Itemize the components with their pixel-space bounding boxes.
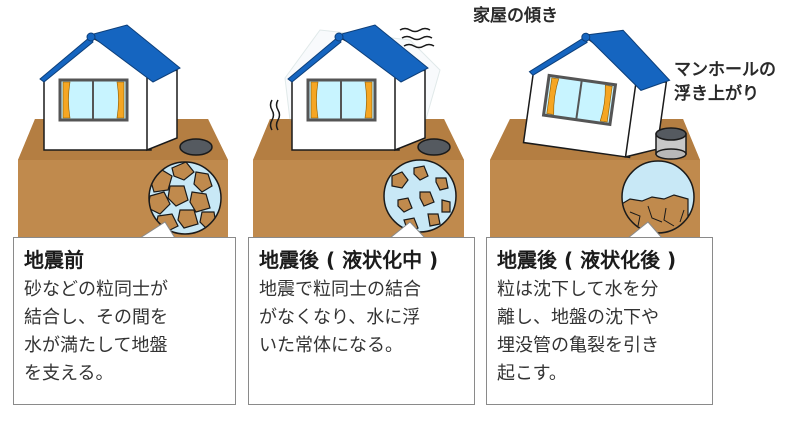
house <box>39 24 181 152</box>
caption-line: 水が満たして地盤 <box>24 335 168 356</box>
panel-after-illustration <box>490 29 700 239</box>
caption-line: 地震で粒同士の結合 <box>259 279 421 300</box>
manhole-float-label-line1: マンホールの <box>674 60 776 80</box>
caption-before: 地震前 砂などの粒同士が 結合し、その間を 水が満たして地盤 を支える。 <box>13 237 236 405</box>
caption-after: 地震後 ( 液状化後 ) 粒は沈下して水を分 離し、地盤の沈下や 埋没管の亀裂を… <box>486 237 713 405</box>
tilted-house <box>522 29 671 159</box>
caption-body: 地震で粒同士の結合 がなくなり、水に浮 いた常体になる。 <box>259 276 464 360</box>
caption-title: 地震前 <box>24 248 84 272</box>
panel-during-illustration <box>253 24 464 239</box>
soil-magnifier <box>149 162 221 234</box>
manhole <box>179 138 213 156</box>
caption-line: 離し、地盤の沈下や <box>497 307 659 328</box>
house-tilt-label: 家屋の傾き <box>473 6 558 26</box>
house <box>287 24 429 152</box>
roof <box>584 29 671 91</box>
caption-title: 地震後 ( 液状化中 ) <box>259 248 439 272</box>
manhole-float-label-line2: 浮き上がり <box>674 84 759 104</box>
raised-manhole <box>655 127 687 160</box>
caption-line: を支える。 <box>24 363 114 384</box>
soil-magnifier <box>384 160 456 232</box>
caption-title: 地震後 ( 液状化後 ) <box>497 248 677 272</box>
caption-line: がなくなり、水に浮 <box>259 307 421 328</box>
caption-line: 砂などの粒同士が <box>24 279 168 300</box>
caption-during: 地震後 ( 液状化中 ) 地震で粒同士の結合 がなくなり、水に浮 いた常体になる… <box>248 237 475 405</box>
caption-body: 砂などの粒同士が 結合し、その間を 水が満たして地盤 を支える。 <box>24 276 225 388</box>
panel-before-illustration <box>18 24 228 239</box>
caption-line: 結合し、その間を <box>24 307 168 328</box>
caption-line: 粒は沈下して水を分 <box>497 279 659 300</box>
manhole <box>417 138 451 156</box>
caption-line: 埋没管の亀裂を引き <box>497 335 659 356</box>
shake-lines <box>269 27 435 131</box>
caption-body: 粒は沈下して水を分 離し、地盤の沈下や 埋没管の亀裂を引き 起こす。 <box>497 276 702 388</box>
caption-line: 起こす。 <box>497 363 567 384</box>
manhole-float-label: マンホールの 浮き上がり <box>674 58 776 106</box>
roof <box>88 24 181 83</box>
caption-line: いた常体になる。 <box>259 335 403 356</box>
roof <box>336 24 429 83</box>
